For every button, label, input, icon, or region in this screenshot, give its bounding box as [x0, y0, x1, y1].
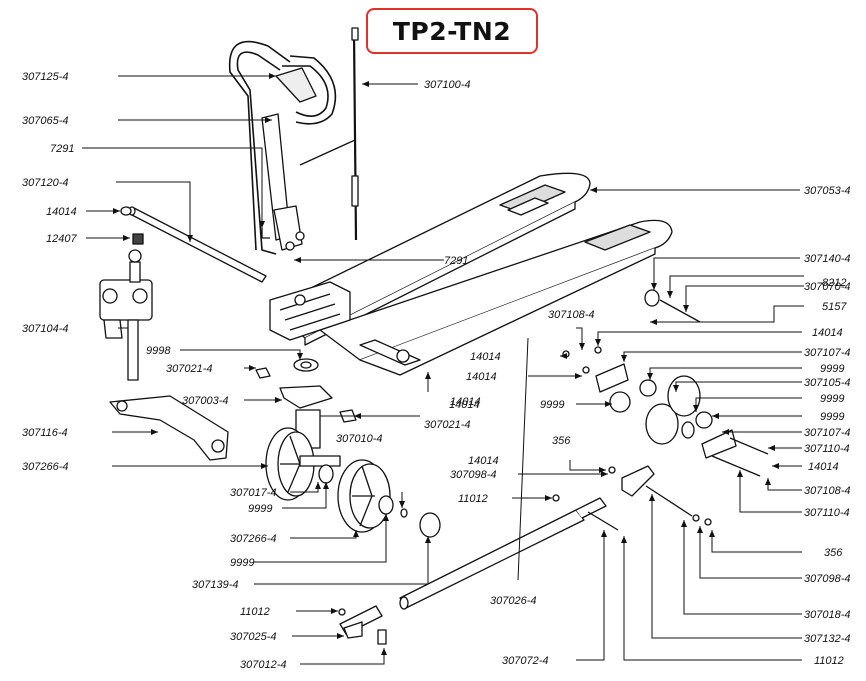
part-label: 307107-4 [804, 347, 851, 359]
leader-lines [82, 73, 804, 665]
model-title: TP2-TN2 [392, 16, 512, 46]
part-labels: 307125-4 307065-4 7291 307120-4 14014 12… [22, 71, 851, 671]
part-label: 11012 [814, 655, 844, 667]
part-label: 14014 [470, 351, 501, 363]
part-label: 307010-4 [336, 433, 383, 445]
part-label: 307108-4 [548, 309, 595, 321]
part-label: 14014 [46, 206, 77, 218]
fork-right [319, 219, 673, 376]
handle [228, 40, 337, 255]
part-label: 307053-4 [804, 185, 851, 197]
part-label: 8212 [822, 277, 846, 289]
cross-shaft [128, 206, 267, 283]
part-label: 307266-4 [22, 461, 69, 473]
part-label: 12407 [46, 233, 77, 245]
part-label: 307098-4 [804, 573, 851, 585]
part-label: 7291 [50, 143, 74, 155]
part-label: 307132-4 [804, 633, 851, 645]
part-label: 14014 [468, 455, 499, 467]
part-label: 9999 [248, 503, 272, 515]
part-label: 307026-4 [490, 595, 537, 607]
part-label: 14014 [449, 399, 480, 411]
part-label: 307116-4 [22, 427, 68, 439]
part-label: 7291 [444, 255, 468, 267]
part-label: 14014 [450, 396, 481, 408]
part-label: 307065-4 [22, 115, 69, 127]
part-label: 307018-4 [804, 609, 851, 621]
part-label: 11012 [240, 606, 270, 618]
part-label: 356 [824, 547, 843, 559]
part-label: 307125-4 [22, 71, 69, 83]
part-label: 356 [552, 435, 571, 447]
part-label: 9999 [820, 363, 844, 375]
part-label: 9999 [230, 557, 254, 569]
part-label: 5157 [822, 301, 847, 313]
part-label: 9999 [820, 393, 844, 405]
part-label: 14014 [466, 371, 497, 383]
part-label: 9999 [540, 399, 564, 411]
part-label: 307108-4 [804, 485, 851, 497]
fork-yoke [552, 465, 712, 531]
rear-rollers [562, 289, 769, 477]
part-label: 307120-4 [22, 177, 69, 189]
part-label: 307070-4 [804, 281, 851, 293]
part-label: 307110-4 [804, 443, 850, 455]
steer-wheel-2 [337, 459, 391, 533]
part-label: 307105-4 [804, 377, 851, 389]
part-label: 307012-4 [240, 659, 287, 671]
part-label: 307021-4 [424, 419, 471, 431]
part-label: 307110-4 [804, 507, 850, 519]
part-label: 307072-4 [502, 655, 549, 667]
chassis [269, 281, 351, 341]
part-label: 307017-4 [230, 487, 277, 499]
pump-assembly [99, 249, 229, 461]
pallet-truck-drawing [99, 27, 769, 645]
part-label: 307021-4 [166, 363, 213, 375]
steer-wheel-1 [265, 427, 341, 501]
part-label: 11012 [458, 493, 488, 505]
model-title-box: TP2-TN2 [366, 8, 538, 54]
part-label: 14014 [808, 461, 839, 473]
part-label: 307003-4 [182, 395, 229, 407]
part-label: 9999 [820, 411, 844, 423]
part-label: 307104-4 [22, 323, 69, 335]
push-rod [338, 497, 607, 645]
part-label: 307100-4 [424, 79, 471, 91]
part-label: 307266-4 [230, 533, 277, 545]
part-label: 307107-4 [804, 427, 851, 439]
part-label: 9998 [146, 345, 171, 357]
part-label: 307025-4 [230, 631, 277, 643]
part-label: 307098-4 [450, 469, 497, 481]
part-label: 14014 [812, 327, 843, 339]
part-label: 307140-4 [804, 253, 851, 265]
part-label: 307139-4 [192, 579, 239, 591]
